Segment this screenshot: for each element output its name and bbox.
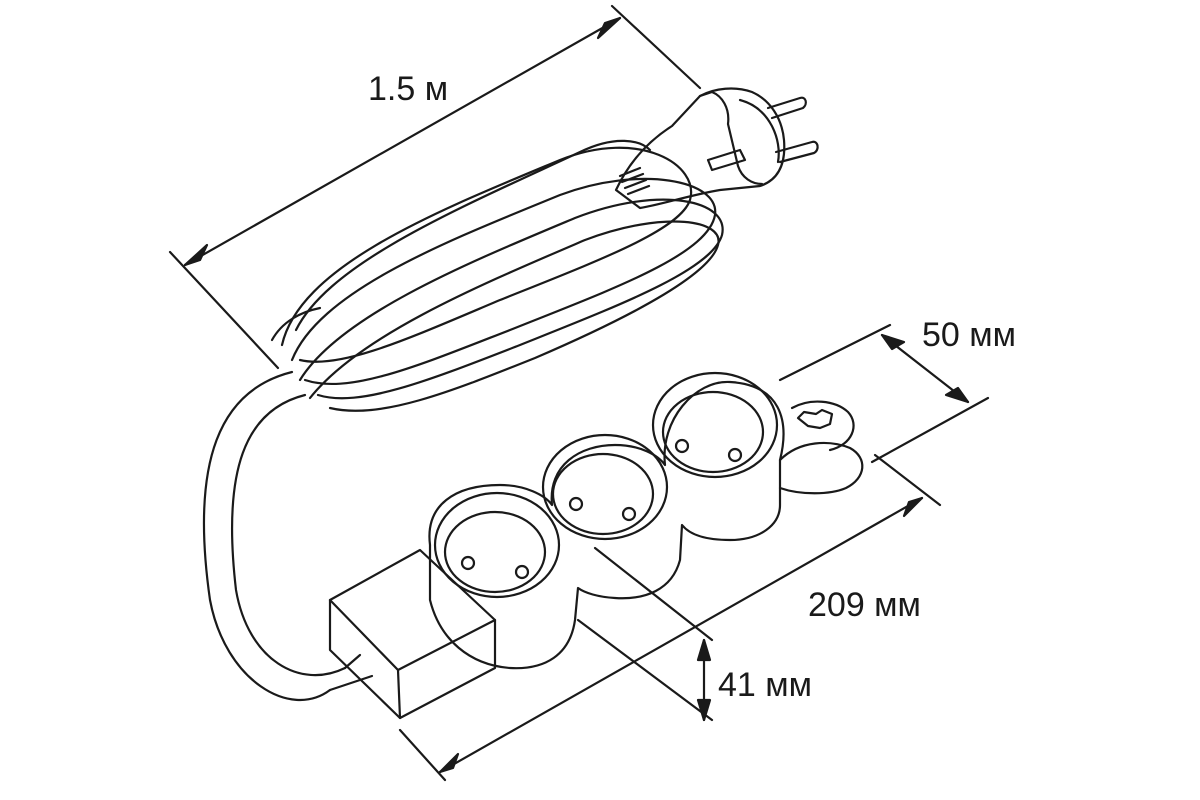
- socket-1-pin-hole-right: [514, 564, 530, 580]
- plug-pin-bottom: [774, 140, 819, 164]
- length-extension-left: [398, 728, 447, 782]
- width-extension-top: [778, 323, 892, 382]
- width-arrow-bottom: [944, 386, 970, 404]
- cord-loop-4: [308, 220, 720, 412]
- length-arrow-right: [902, 496, 924, 518]
- length-dimension-line: [438, 496, 924, 774]
- cord-length-extension-left: [168, 250, 280, 370]
- cord-to-strip-inner: [230, 393, 347, 677]
- cord-loop-1: [280, 146, 693, 363]
- cord-loop-5: [294, 139, 652, 332]
- socket-3: [651, 371, 779, 479]
- plug-ground-clip: [706, 148, 747, 172]
- length-extension-right: [873, 453, 942, 507]
- cord-length-label: 1.5 м: [368, 70, 449, 108]
- coiled-cord: [202, 139, 724, 701]
- power-strip: [328, 371, 864, 720]
- end-box: [328, 548, 497, 720]
- plug-pin-top: [766, 96, 807, 120]
- cord-length-dimension-line: [183, 16, 622, 267]
- cord-loop-2: [290, 177, 717, 386]
- hanging-slot: [796, 408, 834, 430]
- cord-length-arrow-right: [596, 16, 622, 40]
- length-dimension: [398, 453, 942, 782]
- plug-face-edge: [698, 90, 764, 186]
- height-dimension: [576, 546, 714, 722]
- cord-loop-3: [298, 198, 724, 400]
- strip-body: [428, 380, 785, 670]
- cord-loop-end: [270, 306, 322, 342]
- socket-2-pin-hole-right: [621, 506, 637, 522]
- height-label: 41 мм: [718, 666, 813, 704]
- cord-length-dimension: [168, 4, 702, 370]
- socket-2-pin-hole-left: [568, 496, 584, 512]
- height-extension-top: [593, 546, 714, 642]
- width-arrow-top: [880, 333, 906, 351]
- width-dimension: [778, 323, 990, 464]
- height-extension-bottom: [576, 618, 714, 722]
- end-box-edges: [328, 598, 497, 720]
- socket-2: [541, 433, 669, 541]
- cord-to-strip-outer: [202, 370, 332, 701]
- cord-length-arrow-left: [183, 243, 209, 267]
- socket-1: [433, 491, 561, 599]
- length-arrow-left: [438, 752, 460, 774]
- width-extension-bottom: [870, 396, 990, 464]
- plug: [614, 87, 819, 210]
- socket-3-pin-hole-right: [727, 447, 743, 463]
- socket-3-pin-hole-left: [674, 438, 690, 454]
- cord-length-extension-right: [610, 4, 702, 90]
- hanging-tab-top: [790, 400, 855, 452]
- length-label: 209 мм: [808, 586, 921, 624]
- plug-grip-ridges: [618, 166, 651, 196]
- socket-1-pin-hole-left: [460, 555, 476, 571]
- width-label: 50 мм: [922, 316, 1017, 354]
- hanging-tab: [778, 442, 864, 495]
- plug-rim: [738, 98, 780, 164]
- height-arrow-bottom: [696, 698, 712, 722]
- height-arrow-top: [696, 638, 712, 662]
- plug-body: [614, 87, 786, 210]
